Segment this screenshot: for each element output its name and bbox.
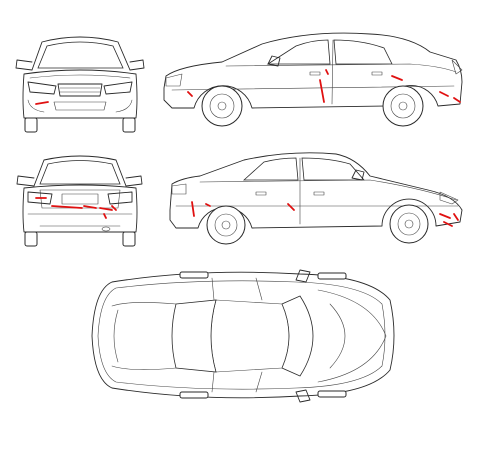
rear-view [16, 155, 143, 247]
damage-mark [391, 75, 403, 81]
damage-mark [439, 213, 451, 219]
top-view [91, 269, 395, 403]
damage-mark [99, 207, 113, 211]
damage-mark [325, 69, 329, 75]
damage-mark [453, 213, 459, 221]
damage-mark [191, 201, 195, 217]
front-damage-marks [35, 101, 49, 105]
damage-mark [439, 91, 449, 97]
damage-mark [319, 79, 325, 103]
right-side-damage-marks [191, 201, 459, 227]
damage-mark [287, 203, 295, 211]
damage-mark [443, 221, 453, 227]
right-side-view [169, 152, 463, 245]
damage-mark [51, 205, 83, 209]
damage-mark [453, 97, 461, 103]
damage-mark [111, 205, 117, 211]
damage-mark [205, 203, 211, 207]
damage-mark [83, 205, 97, 209]
damage-mark [103, 213, 107, 219]
left-side-damage-marks [187, 69, 461, 103]
damage-mark [187, 91, 193, 97]
front-view [15, 36, 145, 133]
left-side-view [163, 32, 463, 127]
rear-damage-marks [35, 197, 117, 219]
damage-mark [35, 101, 49, 105]
